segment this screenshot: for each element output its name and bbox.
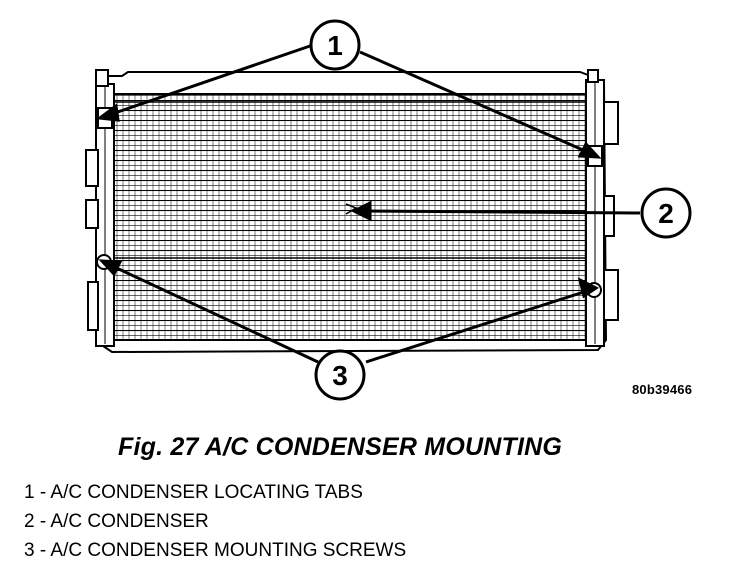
legend-item: 1 - A/C CONDENSER LOCATING TABS: [24, 482, 363, 503]
left-header-tank: [85, 69, 115, 347]
legend-item: 3 - A/C CONDENSER MOUNTING SCREWS: [24, 540, 407, 561]
condenser-core: [113, 93, 587, 341]
right-header-tank: [585, 69, 619, 347]
legend-list: 1 - A/C CONDENSER LOCATING TABS 2 - A/C …: [24, 478, 406, 565]
callout-1: 1: [309, 19, 361, 71]
callout-2: 2: [640, 187, 692, 239]
figure-id: 80b39466: [632, 382, 693, 397]
callout-3-number: 3: [332, 360, 348, 391]
condenser-center-mark: [345, 203, 358, 215]
leader-lines: [96, 44, 641, 364]
legend-item: 2 - A/C CONDENSER: [24, 511, 209, 532]
condenser-illustration: 1 2 3: [85, 19, 692, 401]
figure-caption: Fig. 27 A/C CONDENSER MOUNTING: [118, 433, 562, 461]
callout-1-number: 1: [327, 30, 343, 61]
callout-3: 3: [314, 349, 366, 401]
callout-2-number: 2: [658, 198, 674, 229]
